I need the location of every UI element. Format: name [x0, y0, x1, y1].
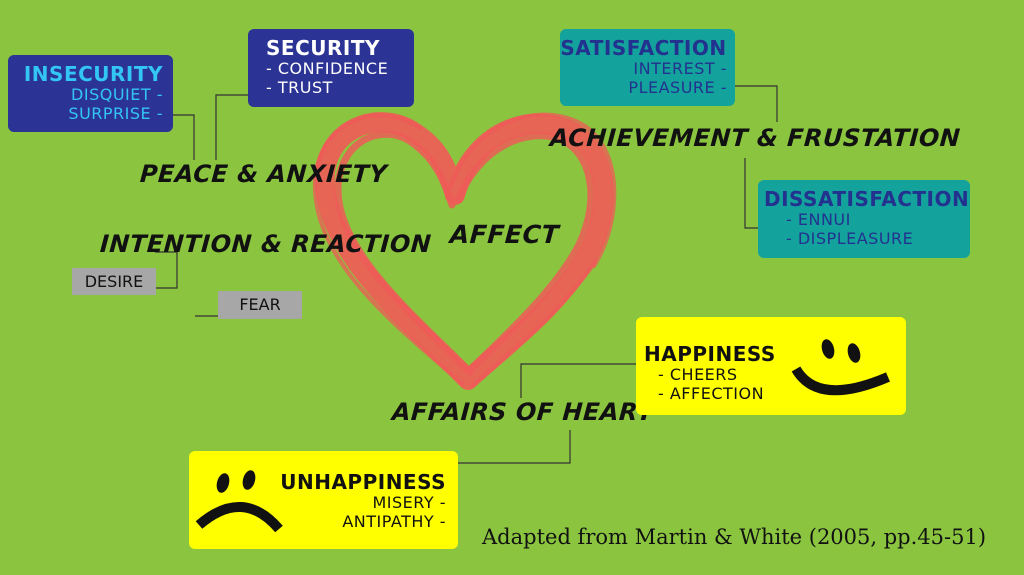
source-credit: Adapted from Martin & White (2005, pp.45… [482, 525, 987, 549]
happiness-item-2: - AFFECTION [658, 384, 765, 403]
unhappiness-title: UNHAPPINESS [280, 470, 446, 494]
happiness-box: HAPPINESS - CHEERS - AFFECTION [636, 317, 906, 415]
affect-center-label: AFFECT [448, 220, 560, 249]
fear-tag: FEAR [218, 291, 302, 319]
smiley-face-icon [791, 339, 890, 396]
desire-tag: DESIRE [72, 268, 156, 295]
dissatisfaction-item-1: - ENNUI [786, 210, 851, 229]
insecurity-item-2: SURPRISE - [68, 104, 163, 123]
connector-insecurity [173, 114, 195, 160]
connector-desire [153, 251, 178, 289]
satisfaction-box: SATISFACTION INTEREST - PLEASURE - [560, 29, 735, 106]
happiness-item-1: - CHEERS [658, 365, 738, 384]
unhappiness-box: UNHAPPINESS MISERY - ANTIPATHY - [189, 451, 458, 549]
category-affairs-of-heart: AFFAIRS OF HEART [391, 398, 655, 426]
insecurity-item-1: DISQUIET - [71, 85, 163, 104]
security-title: SECURITY [266, 36, 380, 60]
security-item-2: - TRUST [266, 78, 333, 97]
category-intention-reaction: INTENTION & REACTION [99, 230, 433, 258]
satisfaction-item-1: INTEREST - [633, 59, 727, 78]
insecurity-title: INSECURITY [23, 62, 163, 86]
sad-face-icon [195, 470, 283, 533]
dissatisfaction-title: DISSATISFACTION [764, 187, 970, 211]
satisfaction-title: SATISFACTION [560, 36, 727, 60]
insecurity-box: INSECURITY DISQUIET - SURPRISE - [8, 55, 173, 132]
connector-satisfaction [735, 85, 778, 122]
connector-security [215, 94, 248, 160]
connector-unhappiness [458, 430, 571, 464]
category-peace-anxiety: PEACE & ANXIETY [139, 160, 389, 188]
dissatisfaction-box: DISSATISFACTION - ENNUI - DISPLEASURE [758, 180, 970, 258]
dissatisfaction-item-2: - DISPLEASURE [786, 229, 914, 248]
security-item-1: - CONFIDENCE [266, 59, 389, 78]
category-achievement-frustation: ACHIEVEMENT & FRUSTATION [549, 124, 962, 152]
happiness-title: HAPPINESS [644, 342, 776, 366]
connector-happiness [520, 363, 636, 398]
satisfaction-item-2: PLEASURE - [628, 78, 727, 97]
connector-dissatisfaction [744, 158, 758, 229]
unhappiness-item-1: MISERY - [372, 493, 446, 512]
unhappiness-item-2: ANTIPATHY - [342, 512, 446, 531]
security-box: SECURITY - CONFIDENCE - TRUST [248, 29, 414, 107]
